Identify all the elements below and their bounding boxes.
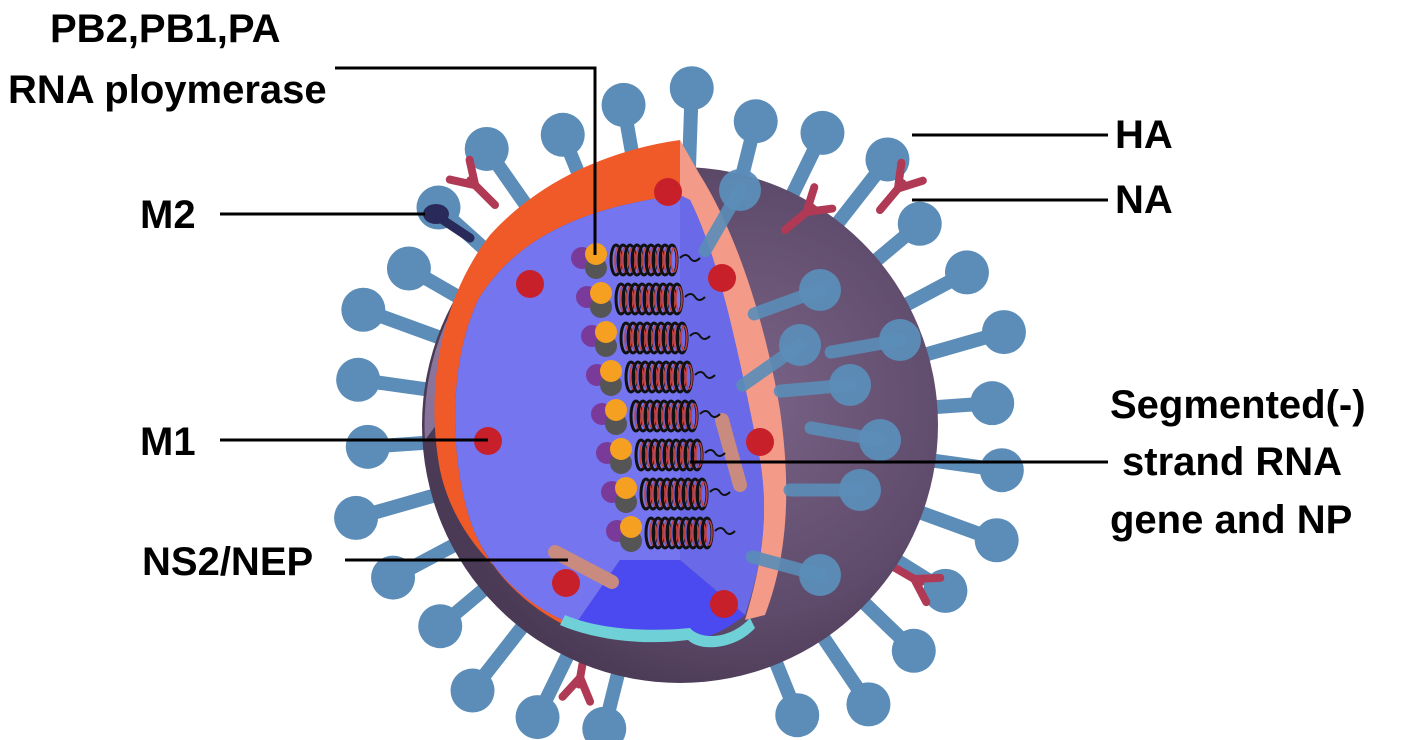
surface-spikes-front xyxy=(698,169,921,596)
rnp-segment xyxy=(571,243,701,279)
ha-spike xyxy=(862,201,942,273)
ha-spike xyxy=(811,623,891,727)
m1-dot xyxy=(710,590,738,618)
na-spike xyxy=(876,158,927,214)
ha-spike xyxy=(824,319,921,361)
ha-spike xyxy=(851,590,936,673)
rnp-segment xyxy=(576,282,706,318)
ha-spike xyxy=(736,324,821,392)
ha-spike xyxy=(450,613,535,713)
na-spike xyxy=(445,155,499,209)
m2-ion-channel xyxy=(423,204,475,243)
label-m2: M2 xyxy=(140,193,196,237)
label-ha: HA xyxy=(1115,113,1173,157)
ha-spike xyxy=(891,250,989,316)
ha-spike xyxy=(418,577,498,649)
rnp-segments xyxy=(571,243,736,552)
rnp-segment xyxy=(586,360,716,396)
label-rna-line2: strand RNA xyxy=(1122,440,1342,484)
label-rna-line3: gene and NP xyxy=(1110,498,1352,542)
leader-lines xyxy=(220,66,1108,562)
ha-spike xyxy=(920,381,1015,426)
m1-dot xyxy=(708,264,736,292)
ha-spike xyxy=(906,502,1019,563)
m1-dot xyxy=(654,178,682,206)
ha-spike xyxy=(341,287,454,348)
rnp-segment xyxy=(601,477,731,513)
m1-dot xyxy=(516,270,544,298)
ha-spike xyxy=(781,110,845,210)
ns2-nep-rods xyxy=(548,413,747,589)
m1-matrix-layer xyxy=(434,140,787,630)
rnp-segment xyxy=(596,438,726,474)
ha-spike xyxy=(371,534,469,600)
ha-spike xyxy=(783,469,881,511)
labels: PB2,PB1,PA RNA ploymerase M2 M1 NS2/NEP … xyxy=(8,7,1366,584)
label-polymerase-line2: RNA ploymerase xyxy=(8,68,327,112)
ha-spike xyxy=(773,364,871,406)
label-m1: M1 xyxy=(140,420,196,464)
m1-dot xyxy=(552,569,580,597)
rnp-segment xyxy=(591,399,721,435)
ha-spike xyxy=(765,647,820,738)
ha-spike xyxy=(582,658,628,740)
ha-spike xyxy=(345,424,440,469)
label-ns2-nep: NS2/NEP xyxy=(142,540,313,584)
label-na: NA xyxy=(1115,178,1173,222)
ha-spike xyxy=(698,169,761,258)
ha-spike xyxy=(386,246,473,308)
na-spike xyxy=(781,183,837,234)
label-polymerase-line1: PB2,PB1,PA xyxy=(50,7,280,51)
ha-spike xyxy=(336,357,442,402)
surface-spikes-back xyxy=(334,66,1026,740)
m1-dot xyxy=(746,428,774,456)
na-spike xyxy=(886,561,945,607)
ha-spike xyxy=(918,448,1024,493)
ha-spike xyxy=(515,640,579,740)
ha-spike xyxy=(911,310,1026,364)
ha-spike xyxy=(334,486,449,540)
ha-spike xyxy=(745,550,841,596)
ha-spike xyxy=(804,419,901,461)
ha-spike xyxy=(747,269,841,321)
label-rna-line1: Segmented(-) xyxy=(1110,383,1366,427)
rnp-segment xyxy=(581,321,711,357)
rnp-segment xyxy=(606,516,736,552)
